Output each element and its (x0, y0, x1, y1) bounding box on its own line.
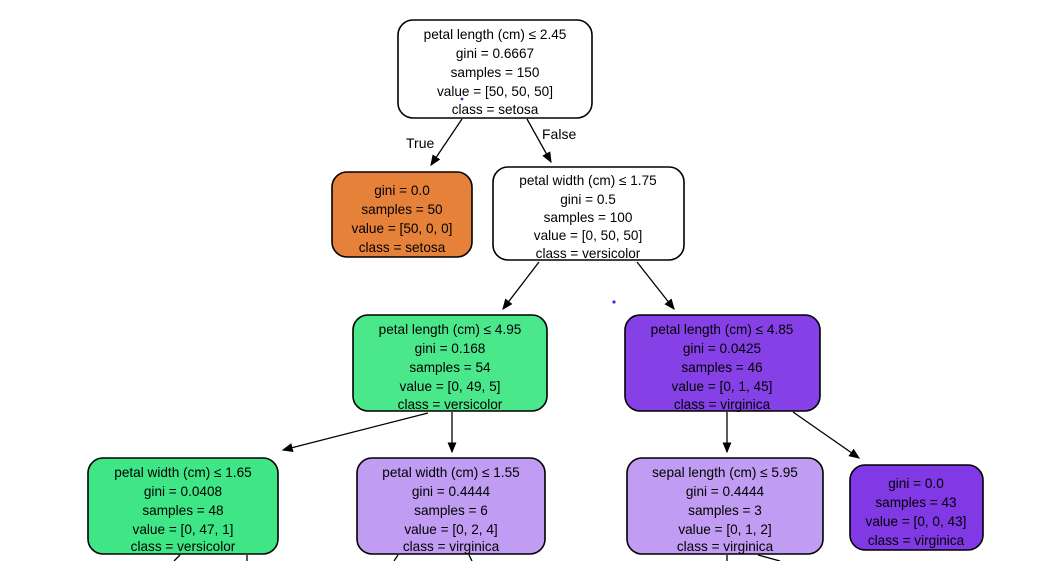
stray-dot (612, 300, 616, 304)
node-split-rule: petal width (cm) ≤ 1.75 (519, 173, 656, 188)
node-samples: samples = 46 (681, 360, 762, 375)
edge-root-to-setosa-leaf (430, 118, 463, 167)
tree-node-setosa-leaf: gini = 0.0 samples = 50 value = [50, 0, … (331, 171, 473, 258)
node-gini: gini = 0.0 (374, 183, 430, 198)
node-samples: samples = 43 (875, 495, 956, 510)
node-value: value = [0, 1, 45] (672, 379, 773, 394)
tree-node-sepal-length-595: sepal length (cm) ≤ 5.95 gini = 0.4444 s… (626, 457, 824, 555)
node-box (352, 314, 548, 412)
node-gini: gini = 0.5 (560, 192, 616, 207)
tree-node-petal-width-165: petal width (cm) ≤ 1.65 gini = 0.0408 sa… (87, 457, 279, 555)
node-samples: samples = 54 (409, 360, 491, 375)
node-gini: gini = 0.0408 (144, 484, 222, 499)
node-class: class = virginica (677, 539, 774, 554)
tree-node-petal-length-485: petal length (cm) ≤ 4.85 gini = 0.0425 s… (624, 314, 821, 412)
stray-dot (460, 97, 464, 101)
node-samples: samples = 100 (544, 210, 633, 225)
node-samples: samples = 50 (361, 202, 443, 217)
node-class: class = virginica (674, 397, 771, 412)
edge-label-false: False (542, 126, 576, 142)
node-value: value = [0, 50, 50] (534, 228, 642, 243)
node-value: value = [0, 49, 5] (400, 379, 501, 394)
node-samples: samples = 3 (688, 503, 762, 518)
tree-node-petal-length-495: petal length (cm) ≤ 4.95 gini = 0.168 sa… (352, 314, 548, 412)
edge-stub-cutoff (468, 554, 473, 561)
node-value: value = [0, 0, 43] (866, 514, 967, 529)
edge-to-petal-length-495 (502, 261, 540, 311)
node-class: class = versicolor (536, 246, 641, 261)
node-class: class = virginica (868, 533, 965, 548)
node-class: class = versicolor (398, 397, 503, 412)
node-split-rule: sepal length (cm) ≤ 5.95 (652, 465, 798, 480)
edge-stub-cutoff (173, 554, 181, 561)
node-value: value = [50, 50, 50] (437, 84, 553, 99)
node-value: value = [0, 2, 4] (404, 522, 497, 537)
node-split-rule: petal width (cm) ≤ 1.55 (382, 465, 519, 480)
node-class: class = virginica (403, 539, 500, 554)
tree-node-petal-width-175: petal width (cm) ≤ 1.75 gini = 0.5 sampl… (492, 166, 685, 261)
node-box (849, 464, 984, 551)
node-box (87, 457, 279, 555)
edge-stub-cutoff (757, 554, 781, 561)
node-box (356, 457, 546, 555)
edge-to-petal-width-165 (281, 412, 429, 452)
node-split-rule: petal length (cm) ≤ 4.85 (651, 322, 794, 337)
edge-label-true: True (406, 135, 434, 151)
node-class: class = versicolor (131, 539, 236, 554)
node-box (492, 166, 685, 261)
tree-node-virginica-leaf: gini = 0.0 samples = 43 value = [0, 0, 4… (849, 464, 984, 551)
tree-edges (173, 118, 861, 561)
tree-node-root: petal length (cm) ≤ 2.45 gini = 0.6667 s… (397, 19, 593, 119)
node-value: value = [50, 0, 0] (352, 221, 453, 236)
node-box (626, 457, 824, 555)
node-split-rule: petal length (cm) ≤ 2.45 (424, 27, 567, 42)
node-samples: samples = 6 (414, 503, 488, 518)
node-value: value = [0, 47, 1] (133, 522, 234, 537)
node-split-rule: petal length (cm) ≤ 4.95 (379, 322, 522, 337)
node-gini: gini = 0.0 (888, 476, 944, 491)
node-split-rule: petal width (cm) ≤ 1.65 (114, 465, 251, 480)
edge-to-virginica-leaf (792, 411, 861, 459)
node-samples: samples = 48 (142, 503, 223, 518)
node-class: class = setosa (452, 102, 539, 117)
node-class: class = setosa (359, 240, 446, 255)
node-box (624, 314, 821, 412)
edge-stub-cutoff (393, 554, 399, 561)
edge-root-to-petal-width-175 (526, 118, 552, 164)
node-box (331, 171, 473, 258)
edge-to-petal-length-485 (636, 261, 675, 311)
node-gini: gini = 0.168 (415, 341, 486, 356)
tree-node-petal-width-155: petal width (cm) ≤ 1.55 gini = 0.4444 sa… (356, 457, 546, 555)
node-gini: gini = 0.4444 (686, 484, 765, 499)
node-samples: samples = 150 (451, 65, 540, 80)
node-gini: gini = 0.4444 (412, 484, 491, 499)
node-box (397, 19, 593, 119)
node-value: value = [0, 1, 2] (678, 522, 771, 537)
node-gini: gini = 0.6667 (456, 46, 534, 61)
node-gini: gini = 0.0425 (683, 341, 761, 356)
